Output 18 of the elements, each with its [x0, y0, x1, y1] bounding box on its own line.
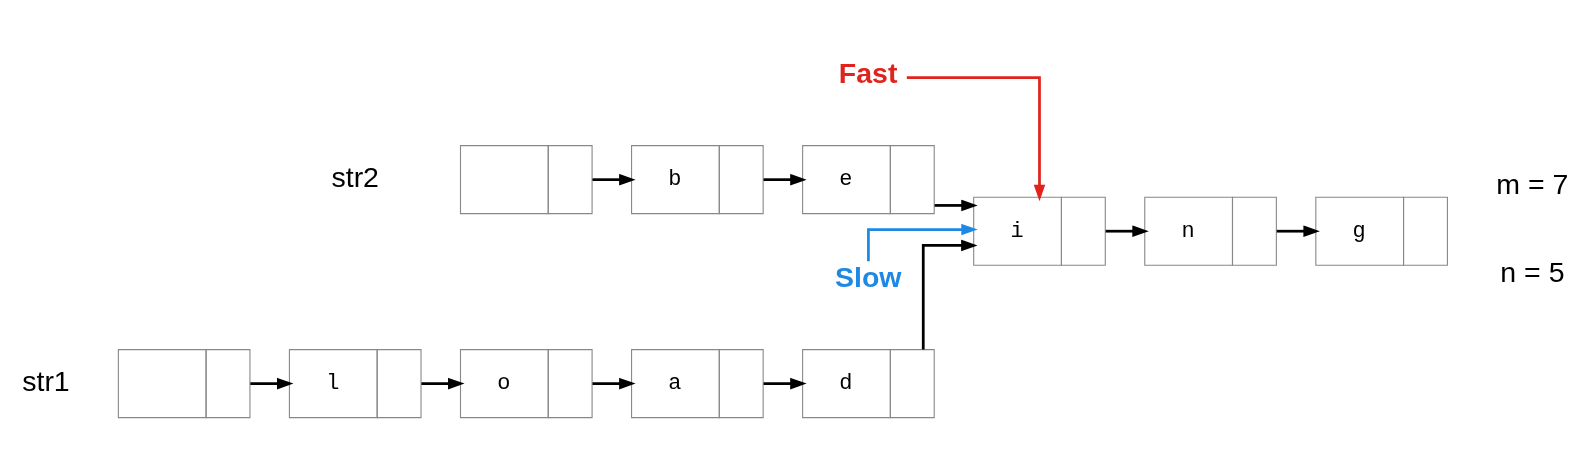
arrow [934, 199, 978, 211]
arrow [592, 173, 636, 185]
label: n = 5 [1500, 255, 1565, 288]
arrow [921, 239, 978, 349]
arrow [250, 377, 294, 389]
arrow [592, 377, 636, 389]
node-text: Fast [838, 56, 898, 89]
node-text: Slow [834, 260, 902, 293]
label: str1 [22, 364, 70, 397]
arrow [1276, 224, 1320, 237]
arrow [867, 223, 978, 261]
arrow [906, 75, 1046, 201]
label: str2 [331, 160, 379, 193]
arrow [421, 377, 465, 389]
arrow [763, 377, 807, 389]
arrow [1105, 224, 1149, 237]
arrow [763, 173, 807, 185]
label: m = 7 [1496, 167, 1569, 200]
